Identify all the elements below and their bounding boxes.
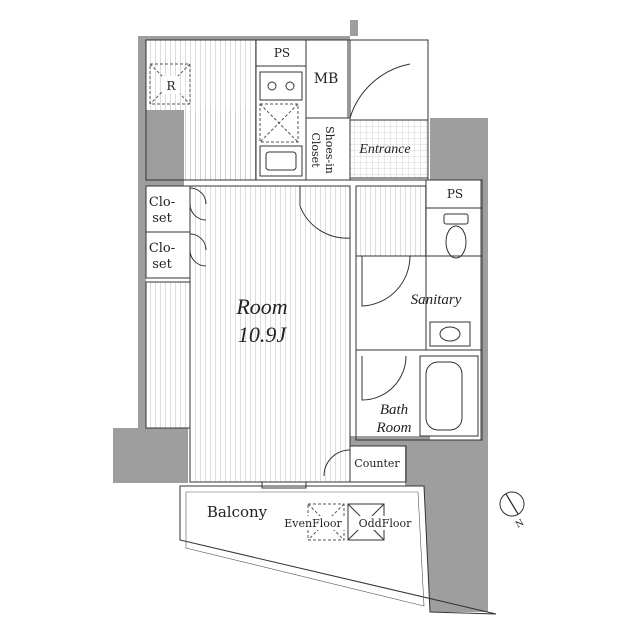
bath-label-line1: Bath <box>380 402 408 418</box>
toilet <box>443 213 469 259</box>
sink <box>259 145 303 177</box>
mb-label: MB <box>314 71 339 87</box>
ps-top-label: PS <box>274 46 290 60</box>
bathtub <box>419 355 479 437</box>
even-floor-hatch: EvenFloor <box>278 503 348 541</box>
stove <box>259 71 303 101</box>
bath-label-line2: Room <box>376 420 412 436</box>
compass-n-label: N <box>514 518 526 531</box>
north-compass-icon: N <box>499 491 526 531</box>
dishwasher <box>259 103 299 143</box>
sanitary-label: Sanitary <box>411 292 462 308</box>
counter-label: Counter <box>354 457 400 470</box>
refrigerator-label: R <box>166 79 176 93</box>
ps-right-label: PS <box>447 187 463 201</box>
balcony-label: Balcony <box>207 503 268 521</box>
wash-basin <box>429 321 471 347</box>
closet2-line1: Clo- <box>149 241 175 256</box>
even-floor-label: EvenFloor <box>284 517 342 530</box>
balcony-outline <box>179 485 497 615</box>
doors <box>189 40 411 477</box>
room-outlines <box>145 39 483 483</box>
closet1-line1: Clo- <box>149 195 175 210</box>
hallway-floor <box>355 185 427 257</box>
entrance-label: Entrance <box>358 142 410 157</box>
closet1-line2: set <box>152 211 172 226</box>
svg-text:Shoes-in: Shoes-in <box>323 126 336 174</box>
closet2-line2: set <box>152 257 172 272</box>
refrigerator: R <box>149 63 191 105</box>
odd-floor-hatch: OddFloor <box>347 503 416 541</box>
room-size: 10.9J <box>238 322 288 347</box>
room-label: Room <box>235 294 287 319</box>
shoes-in-closet-label: Shoes-in Closet <box>309 126 336 174</box>
odd-floor-label: OddFloor <box>359 517 412 530</box>
svg-text:Closet: Closet <box>309 132 322 168</box>
